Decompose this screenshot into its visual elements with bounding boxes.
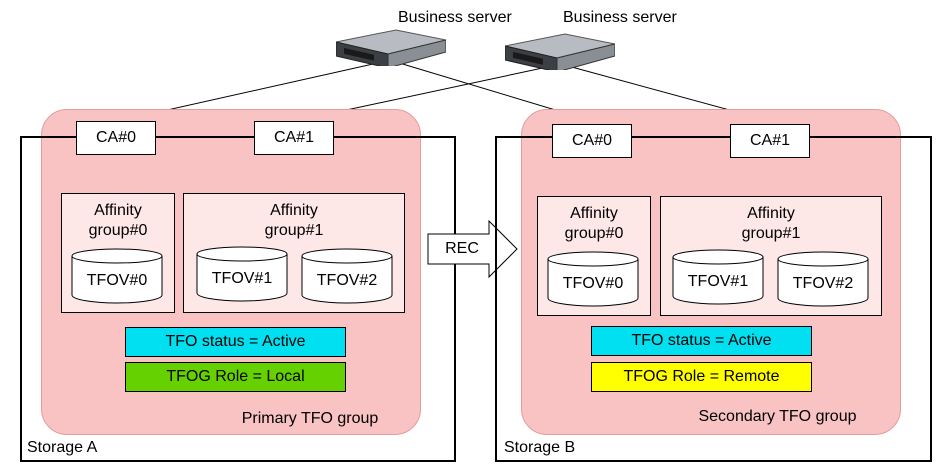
storage-a bbox=[20, 136, 456, 462]
server-icon bbox=[335, 29, 447, 69]
volume-icon bbox=[672, 249, 764, 305]
storage-b bbox=[495, 136, 932, 462]
primary-volume-tfov0-label: TFOV#0 bbox=[86, 272, 148, 289]
storage-b-label: Storage B bbox=[504, 439, 576, 456]
secondary-affinity-group-1-label: Affinity group#1 bbox=[741, 205, 801, 242]
arrow-right-icon bbox=[427, 219, 518, 279]
primary-volume-tfov1: TFOV#1 bbox=[196, 246, 288, 302]
rec-label: REC bbox=[445, 240, 479, 257]
secondary-affinity-group-0-label: Affinity group#0 bbox=[564, 205, 624, 242]
rec-arrow bbox=[427, 219, 519, 279]
secondary-volume-tfov1: TFOV#1 bbox=[672, 249, 764, 305]
secondary-volume-tfov1-label: TFOV#1 bbox=[687, 273, 749, 290]
primary-tfo-status: TFO status = Active bbox=[125, 327, 346, 357]
server-label-1: Business server bbox=[398, 9, 512, 26]
volume-icon bbox=[301, 248, 393, 304]
business-server-1 bbox=[335, 24, 447, 69]
primary-ca1: CA#1 bbox=[254, 121, 334, 155]
secondary-volume-tfov0-label: TFOV#0 bbox=[562, 275, 624, 292]
volume-icon bbox=[777, 251, 869, 307]
primary-group-label: Primary TFO group bbox=[241, 410, 379, 427]
secondary-volume-tfov0: TFOV#0 bbox=[547, 251, 639, 307]
volume-icon bbox=[547, 251, 639, 307]
primary-affinity-group-0-label: Affinity group#0 bbox=[88, 202, 148, 239]
primary-volume-tfov0: TFOV#0 bbox=[71, 248, 163, 304]
secondary-ca0: CA#0 bbox=[552, 124, 632, 158]
primary-volume-tfov1-label: TFOV#1 bbox=[211, 270, 273, 287]
primary-volume-tfov2-label: TFOV#2 bbox=[316, 272, 378, 289]
storage-a-label: Storage A bbox=[27, 439, 98, 456]
secondary-volume-tfov2-label: TFOV#2 bbox=[792, 275, 854, 292]
secondary-volume-tfov2: TFOV#2 bbox=[777, 251, 869, 307]
business-server-2 bbox=[504, 28, 616, 73]
secondary-tfog-role: TFOG Role = Remote bbox=[591, 362, 812, 392]
secondary-tfo-status: TFO status = Active bbox=[591, 326, 812, 356]
primary-tfog-role: TFOG Role = Local bbox=[125, 362, 346, 392]
server-label-2: Business server bbox=[563, 9, 677, 26]
secondary-group-label: Secondary TFO group bbox=[698, 408, 857, 425]
volume-icon bbox=[196, 246, 288, 302]
primary-ca0: CA#0 bbox=[76, 121, 156, 155]
server-icon bbox=[504, 33, 616, 73]
volume-icon bbox=[71, 248, 163, 304]
primary-affinity-group-1-label: Affinity group#1 bbox=[264, 202, 324, 239]
secondary-ca1: CA#1 bbox=[730, 124, 810, 158]
primary-volume-tfov2: TFOV#2 bbox=[301, 248, 393, 304]
